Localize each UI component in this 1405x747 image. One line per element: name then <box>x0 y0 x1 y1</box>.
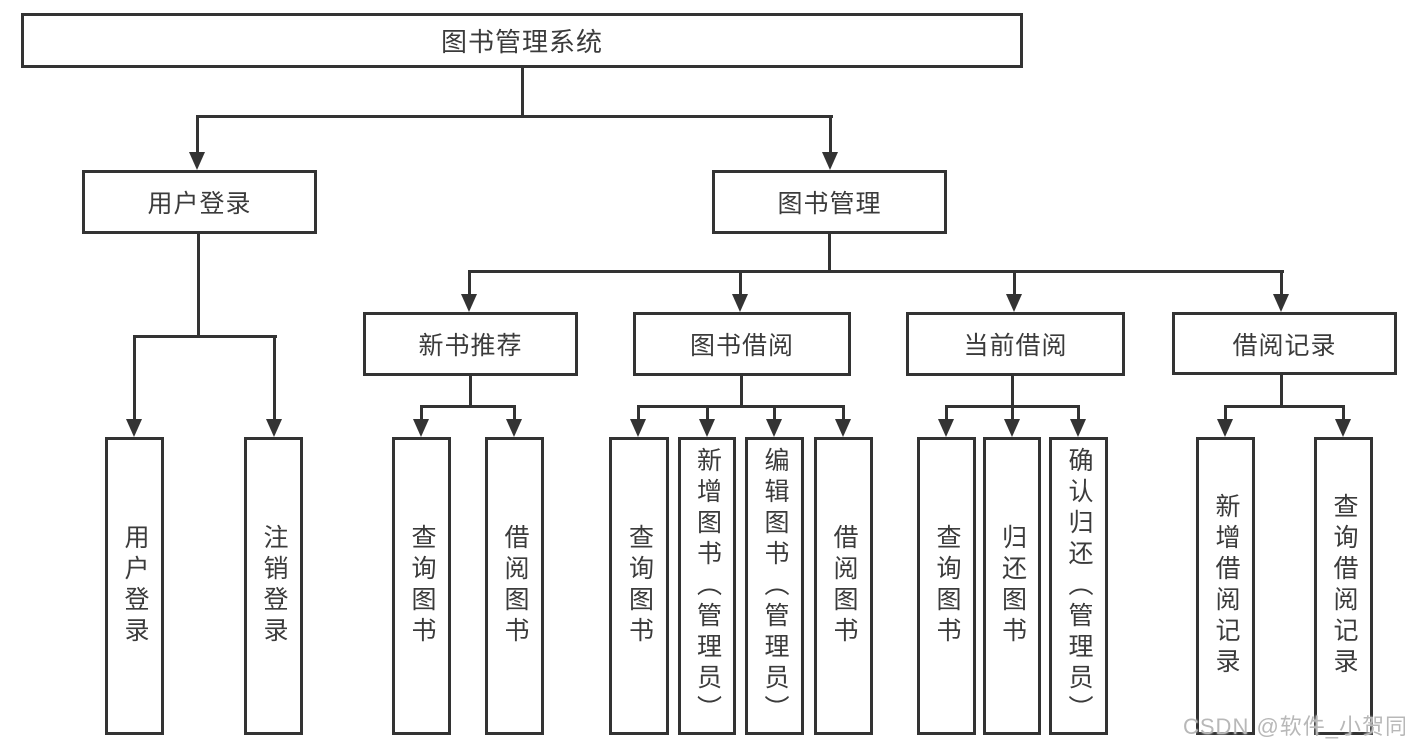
connector-drop <box>1224 405 1227 421</box>
arrow-head <box>938 419 954 437</box>
leaf-borrow-books: 借阅图书 <box>485 437 544 735</box>
arrow-head <box>266 419 282 437</box>
connector-newbook-stem <box>469 374 472 408</box>
node-library-system: 图书管理系统 <box>21 13 1023 68</box>
leaf-add-books-admin: 新增图书（管理员） <box>678 437 736 735</box>
arrow-head <box>1004 419 1020 437</box>
node-label: 图书管理 <box>777 190 882 218</box>
node-current-borrowing: 当前借阅 <box>906 312 1125 376</box>
connector-drop <box>1011 405 1014 421</box>
connector-drop <box>773 405 776 421</box>
csdn-watermark: CSDN @软件_小贺同学 <box>1183 714 1405 739</box>
connector-drop <box>1077 405 1080 421</box>
node-label: 新书推荐 <box>418 332 523 360</box>
leaf-query-books: 查询图书 <box>609 437 669 735</box>
connector-drop <box>637 405 640 421</box>
connector-root-branch <box>196 115 833 118</box>
leaf-label: 查询借阅记录 <box>1330 493 1358 679</box>
leaf-logout: 注销登录 <box>244 437 303 735</box>
connector-bookborrow-branch <box>637 405 845 408</box>
leaf-label: 借阅图书 <box>501 524 529 648</box>
leaf-label: 归还图书 <box>998 524 1027 648</box>
arrow-head <box>699 419 715 437</box>
arrow-head <box>413 419 429 437</box>
connector-bookmgmt-branch <box>470 270 1284 273</box>
connector-drop <box>420 405 423 421</box>
arrow-head <box>126 419 142 437</box>
connector-drop <box>1013 270 1016 296</box>
connector-drop <box>842 405 845 421</box>
node-label: 图书借阅 <box>689 332 794 360</box>
arrow-head <box>1217 419 1233 437</box>
arrow-head <box>1273 294 1289 312</box>
connector-borrowrecord-stem <box>1280 373 1283 408</box>
leaf-label: 查询图书 <box>625 524 654 648</box>
connector-drop <box>1342 405 1345 421</box>
node-label: 用户登录 <box>147 190 252 218</box>
leaf-label: 注销登录 <box>260 524 288 648</box>
connector-drop <box>196 115 199 155</box>
connector-drop <box>945 405 948 421</box>
arrow-head <box>630 419 646 437</box>
leaf-label: 用户登录 <box>121 524 149 648</box>
leaf-label: 借阅图书 <box>830 524 858 648</box>
leaf-return-books: 归还图书 <box>983 437 1041 735</box>
arrow-head <box>189 152 205 170</box>
node-user-login: 用户登录 <box>82 170 317 234</box>
node-label: 借阅记录 <box>1232 331 1337 360</box>
connector-drop <box>829 115 832 155</box>
arrow-head <box>732 294 748 312</box>
connector-drop <box>513 405 516 421</box>
leaf-confirm-return-admin: 确认归还（管理员） <box>1049 437 1108 735</box>
connector-userlogin-branch <box>133 335 277 338</box>
node-new-book-recommend: 新书推荐 <box>363 312 578 376</box>
connector-drop <box>706 405 709 421</box>
connector-userlogin-stem <box>197 232 200 338</box>
leaf-query-borrow-record: 查询借阅记录 <box>1314 437 1373 735</box>
connector-newbook-branch <box>420 405 516 408</box>
leaf-label: 确认归还（管理员） <box>1065 446 1093 726</box>
node-label: 图书管理系统 <box>440 27 603 57</box>
leaf-query-books: 查询图书 <box>392 437 451 735</box>
connector-drop <box>273 335 276 421</box>
connector-currentborrow-stem <box>1011 374 1014 408</box>
leaf-borrow-books: 借阅图书 <box>814 437 873 735</box>
arrow-head <box>1335 419 1351 437</box>
leaf-label: 新增图书（管理员） <box>693 446 722 726</box>
leaf-query-books: 查询图书 <box>917 437 976 735</box>
connector-drop <box>739 270 742 296</box>
connector-root-stem <box>521 66 524 118</box>
leaf-label: 查询图书 <box>933 524 961 648</box>
arrow-head <box>835 419 851 437</box>
node-label: 当前借阅 <box>963 332 1068 360</box>
leaf-user-login: 用户登录 <box>105 437 164 735</box>
connector-bookborrow-stem <box>740 374 743 408</box>
leaf-label: 新增借阅记录 <box>1212 493 1240 679</box>
node-book-borrowing: 图书借阅 <box>633 312 851 376</box>
connector-drop <box>1280 270 1283 296</box>
arrow-head <box>822 152 838 170</box>
connector-borrowrecord-branch <box>1224 405 1345 408</box>
leaf-label: 查询图书 <box>408 524 436 648</box>
arrow-head <box>461 294 477 312</box>
connector-bookmgmt-stem <box>828 232 831 272</box>
arrow-head <box>506 419 522 437</box>
leaf-add-borrow-record: 新增借阅记录 <box>1196 437 1255 735</box>
arrow-head <box>1006 294 1022 312</box>
leaf-label: 编辑图书（管理员） <box>761 446 789 726</box>
node-borrowing-records: 借阅记录 <box>1172 312 1397 375</box>
arrow-head <box>766 419 782 437</box>
arrow-head <box>1070 419 1086 437</box>
node-book-management: 图书管理 <box>712 170 947 234</box>
connector-drop <box>468 270 471 296</box>
connector-drop <box>133 335 136 421</box>
leaf-edit-books-admin: 编辑图书（管理员） <box>745 437 804 735</box>
